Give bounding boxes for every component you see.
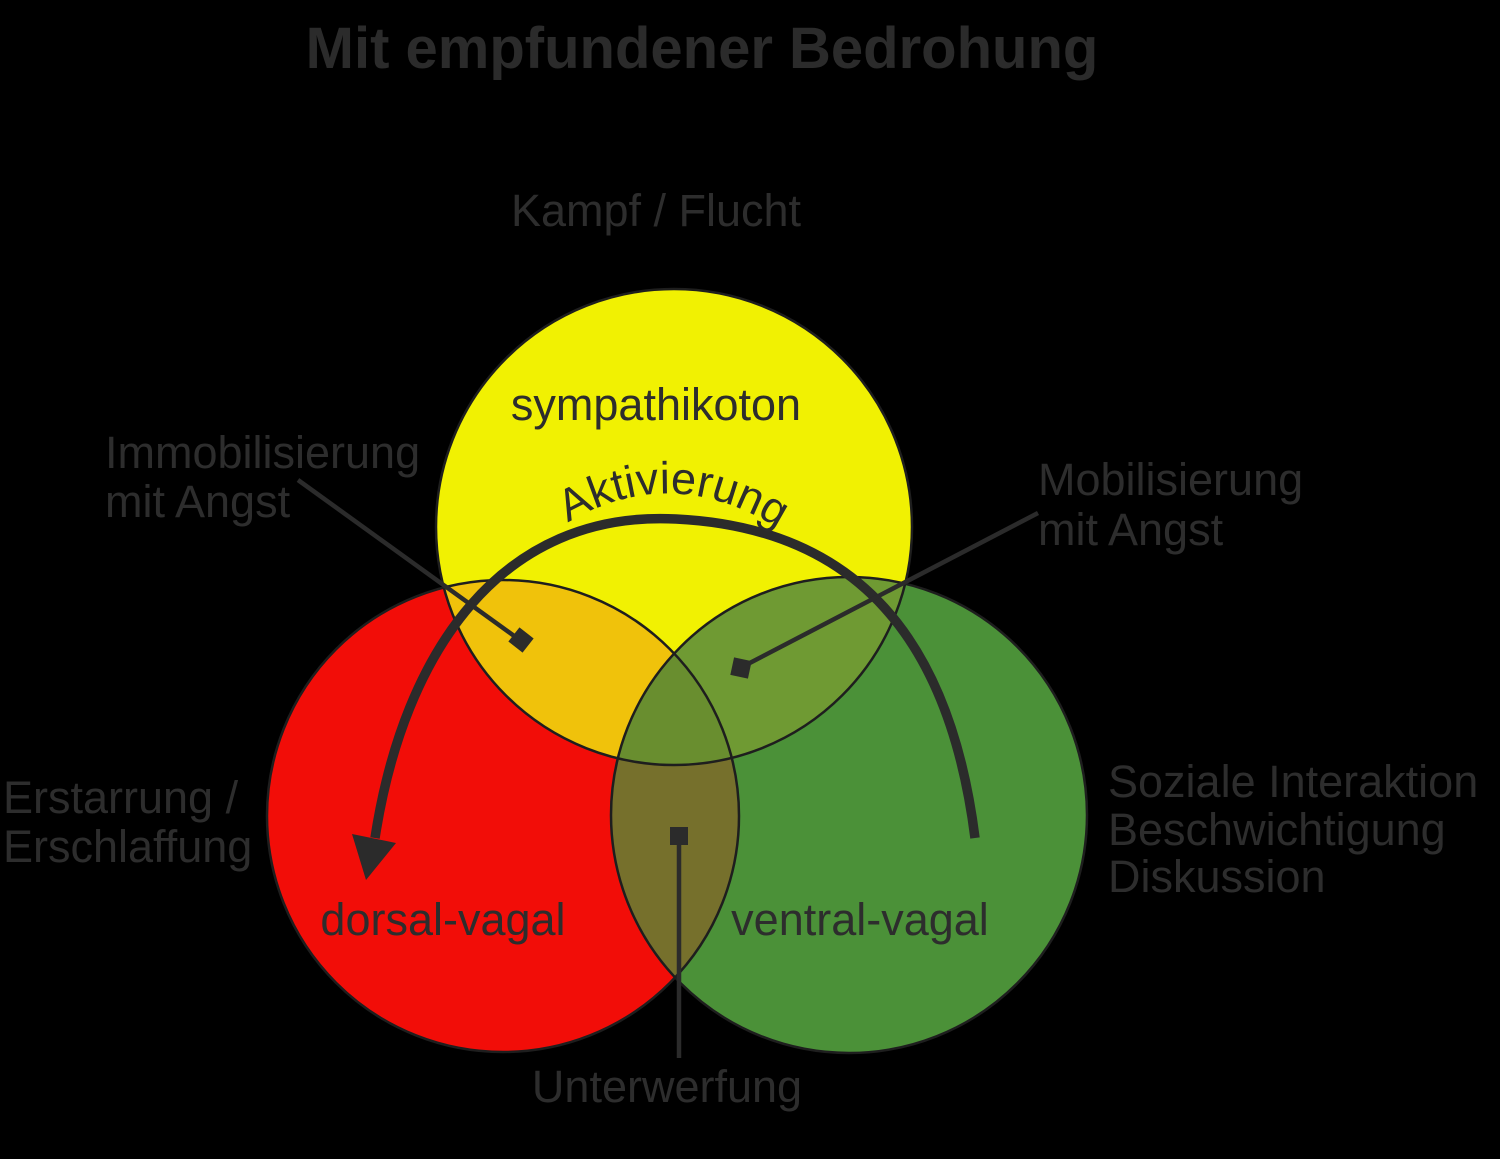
yellow-red-overlap bbox=[436, 580, 739, 765]
kampf-flucht-label: Kampf / Flucht bbox=[511, 185, 802, 236]
ventral-vagal-label: ventral-vagal bbox=[731, 894, 989, 945]
soziale-interaktion-label: Soziale Interaktion Beschwichtigung Disk… bbox=[1108, 756, 1478, 902]
svg-text:mit Angst: mit Angst bbox=[105, 476, 291, 527]
page-title: Mit empfundener Bedrohung bbox=[306, 16, 1099, 81]
immobilisierung-label: Immobilisierung mit Angst bbox=[105, 427, 420, 527]
mobilisierung-label: Mobilisierung mit Angst bbox=[1038, 454, 1303, 555]
svg-text:Mobilisierung: Mobilisierung bbox=[1038, 454, 1303, 505]
aktivierung-arrowhead-icon bbox=[352, 834, 396, 880]
aktivierung-arrow-shaft bbox=[370, 513, 980, 839]
erstarrung-label: Erstarrung / Erschlaffung bbox=[3, 772, 252, 872]
dorsal-vagal-label: dorsal-vagal bbox=[320, 894, 565, 945]
immobilisierung-leader-line bbox=[296, 478, 519, 640]
svg-text:Erschlaffung: Erschlaffung bbox=[3, 821, 252, 872]
yellow-green-overlap bbox=[611, 577, 912, 765]
svg-text:Beschwichtigung: Beschwichtigung bbox=[1108, 804, 1446, 855]
unterwerfung-label: Unterwerfung bbox=[532, 1061, 802, 1112]
svg-text:Soziale Interaktion: Soziale Interaktion bbox=[1108, 756, 1478, 807]
mobilisierung-leader-line bbox=[742, 511, 1040, 668]
svg-text:Diskussion: Diskussion bbox=[1108, 851, 1326, 902]
immobilisierung-marker-icon bbox=[508, 627, 534, 653]
mobilisierung-marker-icon bbox=[730, 657, 752, 679]
sympathikoton-outline bbox=[434, 287, 914, 767]
unterwerfung-marker-icon bbox=[670, 827, 688, 845]
svg-text:Erstarrung /: Erstarrung / bbox=[3, 772, 239, 823]
svg-text:mit Angst: mit Angst bbox=[1038, 504, 1224, 555]
svg-text:Immobilisierung: Immobilisierung bbox=[105, 427, 420, 478]
sympathikoton-label: sympathikoton bbox=[511, 379, 801, 430]
dorsal-vagal-outline bbox=[265, 578, 741, 1054]
